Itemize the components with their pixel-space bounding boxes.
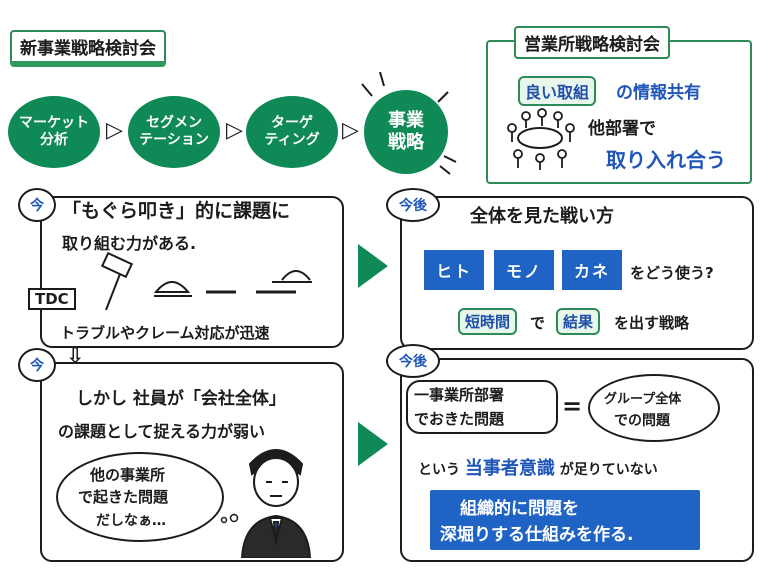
future-badge: 今後	[386, 188, 440, 222]
right-title: 営業所戦略検討会	[514, 26, 670, 59]
chip-money: カネ	[562, 250, 622, 290]
chip-label: モノ	[505, 262, 542, 281]
step-segmentation: セグメン テーション	[128, 96, 220, 168]
chevron-right-icon: ▷	[106, 118, 123, 143]
now1-line1: 「もぐら叩き」的に課題に	[62, 200, 291, 222]
down-arrow-icon: ⇩	[66, 344, 85, 369]
chip-label: カネ	[573, 262, 610, 281]
step-market-analysis: マーケット 分析	[8, 96, 100, 168]
future-label: 今後	[399, 198, 427, 214]
arrow-right-icon	[358, 244, 388, 288]
chip-things: モノ	[494, 250, 554, 290]
tdc-label: TDC	[35, 290, 69, 308]
step-label: 事業 戦略	[388, 109, 424, 154]
future1-de: で	[530, 314, 546, 332]
arrow-right-icon	[358, 422, 388, 466]
aware-post: が足りていない	[559, 462, 658, 478]
thought-dots	[220, 513, 239, 524]
tdc-tag: TDC	[28, 288, 76, 310]
businessman-illustration	[240, 449, 312, 558]
future-badge: 今後	[386, 344, 440, 378]
aware-pre: という	[418, 462, 460, 478]
now-badge: 今	[18, 188, 56, 222]
future2-box2: 深堀りする仕組みを作る.	[440, 525, 634, 545]
future2-aware-line: という 当事者意識 が足りていない	[418, 454, 658, 480]
future2-right2: での問題	[614, 413, 670, 429]
aware-keyword: 当事者意識	[464, 458, 555, 479]
now1-line3: トラブルやクレーム対応が迅速	[60, 324, 270, 342]
step-targeting: ターゲ ティング	[246, 96, 338, 168]
chip-people: ヒト	[424, 250, 484, 290]
now-label: 今	[30, 198, 44, 214]
step-label: セグメン テーション	[139, 114, 209, 149]
future2-left1: 一事業所部署	[414, 386, 505, 404]
mallet-illustration	[100, 251, 312, 311]
future-panel-2	[400, 358, 754, 562]
meeting-table-icon	[507, 108, 575, 170]
left-title: 新事業戦略検討会	[10, 30, 166, 67]
short-time-chip: 短時間	[458, 308, 518, 335]
future2-right1: グループ全体	[604, 392, 682, 407]
good-practice-chip: 良い取組	[518, 76, 597, 106]
result-text: 結果	[563, 313, 594, 331]
now-label: 今	[30, 358, 44, 374]
bubble-line2: で起きた問題	[78, 488, 169, 506]
speech-bubble	[56, 452, 224, 542]
step-label: ターゲ ティング	[264, 114, 320, 149]
short-time-text: 短時間	[465, 313, 511, 331]
future1-how: をどう使う?	[630, 264, 714, 282]
now-badge: 今	[18, 348, 56, 382]
future2-box1: 組織的に問題を	[460, 499, 579, 519]
chip-label: ヒト	[435, 262, 472, 281]
info-share-text: の情報共有	[616, 83, 701, 103]
equals-sign: =	[562, 392, 583, 420]
future-panel-1	[400, 196, 754, 350]
future-label: 今後	[399, 354, 427, 370]
solution-box	[430, 490, 700, 550]
now2-line2: の課題として捉える力が弱い	[58, 422, 266, 441]
step-business-strategy: 事業 戦略	[364, 90, 448, 174]
chevron-right-icon: ▷	[226, 118, 243, 143]
chevron-right-icon: ▷	[342, 118, 359, 143]
local-problem-box	[406, 380, 558, 434]
group-problem-bubble	[588, 374, 720, 442]
now-panel-2	[40, 362, 344, 562]
sparkle-icon	[361, 71, 457, 175]
step-label: マーケット 分析	[19, 114, 89, 149]
other-depts-text: 他部署で	[588, 119, 656, 139]
now1-line2: 取り組む力がある.	[62, 234, 197, 253]
bubble-line1: 他の事業所	[90, 466, 166, 484]
future2-left2: でおきた問題	[414, 410, 505, 428]
future1-tail: を出す戦略	[614, 314, 690, 332]
adopt-text: 取り入れ合う	[606, 148, 726, 172]
good-practice-text: 良い取組	[525, 83, 590, 102]
future1-headline: 全体を見た戦い方	[470, 206, 614, 227]
bubble-line3: だしなぁ…	[96, 513, 166, 529]
now2-line1: しかし 社員が「会社全体」	[76, 389, 286, 409]
result-chip: 結果	[556, 308, 601, 335]
now-panel-1	[40, 196, 344, 348]
